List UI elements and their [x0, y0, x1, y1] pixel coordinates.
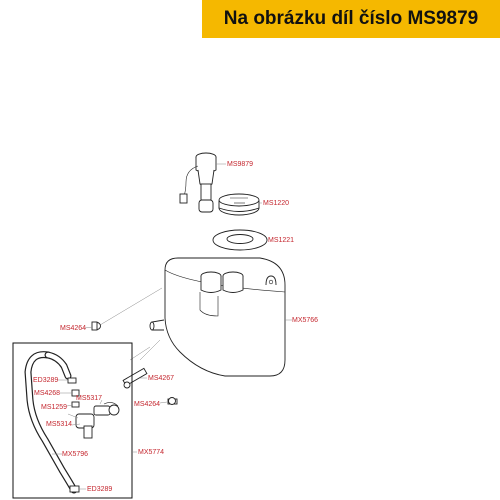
label-mx5774: MX5774	[138, 449, 164, 456]
clamp-ed3289-lower	[69, 485, 80, 493]
label-ms4264-upper: MS4264	[60, 325, 86, 332]
label-ms5314: MS5314	[46, 421, 72, 428]
fuel-cap-ms1220	[218, 193, 262, 216]
label-ms9879: MS9879	[227, 161, 253, 168]
screw-ms4264-lower	[159, 397, 178, 405]
label-mx5766: MX5766	[292, 317, 318, 324]
label-ms4267: MS4267	[148, 375, 174, 382]
hose-mx5796	[24, 351, 78, 494]
label-ms4264-lower: MS4264	[134, 401, 160, 408]
label-ms1221: MS1221	[268, 237, 294, 244]
fuel-sender-ms9879	[179, 152, 226, 213]
hose-assembly-inset-box	[12, 342, 133, 499]
label-ms1259: MS1259	[41, 404, 67, 411]
label-ed3289-lower: ED3289	[87, 486, 112, 493]
label-mx5796: MX5796	[62, 451, 88, 458]
part-number-banner: Na obrázku díl číslo MS9879	[202, 0, 500, 38]
bolt-ms4267	[122, 346, 151, 389]
fuel-valve-assembly	[58, 377, 120, 439]
label-ed3289-upper: ED3289	[33, 377, 58, 384]
banner-text: Na obrázku díl číslo MS9879	[223, 8, 479, 29]
label-ms1220: MS1220	[263, 200, 289, 207]
label-ms5317: MS5317	[76, 395, 102, 402]
screw-ms4264-upper	[84, 287, 163, 331]
gasket-ms1221	[212, 229, 268, 251]
label-ms4268: MS4268	[34, 390, 60, 397]
fuel-tank-mx5766	[139, 257, 292, 377]
